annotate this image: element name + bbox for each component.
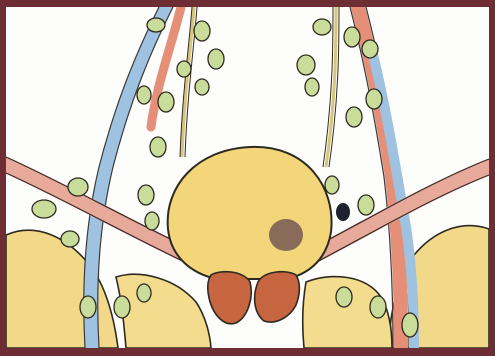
lymph-node: [137, 284, 151, 302]
lymph-node: [150, 137, 166, 157]
lymph-node: [358, 195, 374, 215]
lymph-node: [61, 231, 79, 247]
lymph-node: [344, 27, 360, 47]
lymph-node: [80, 296, 96, 318]
bladder: [168, 147, 332, 279]
lymph-node: [194, 21, 210, 41]
lymph-node: [336, 287, 352, 307]
pelvic-anatomy-diagram: [6, 7, 489, 348]
lymph-node: [177, 61, 191, 77]
lymph-node: [32, 200, 56, 218]
lymph-node: [402, 313, 418, 337]
lymph-node: [145, 212, 159, 230]
lymph-node: [305, 78, 319, 96]
left-pelvic-tissue: [6, 230, 118, 348]
lymph-node: [158, 92, 174, 112]
lymph-node: [313, 19, 331, 35]
left-thin-vessel: [182, 7, 194, 157]
left-inner-tissue: [116, 274, 211, 348]
prostate-left-lobe: [208, 272, 251, 324]
lymph-node: [137, 86, 151, 104]
prostate-right-lobe: [255, 272, 300, 322]
lymph-node: [346, 107, 362, 127]
lymph-node: [366, 89, 382, 109]
dark-node: [336, 203, 350, 221]
lymph-node: [362, 40, 378, 58]
bladder-lesion: [269, 219, 303, 251]
lymph-node: [68, 178, 88, 196]
lymph-node: [114, 296, 130, 318]
lymph-node: [138, 185, 154, 205]
lymph-node: [370, 296, 386, 318]
lymph-node: [325, 176, 339, 194]
lymph-node: [208, 49, 224, 69]
lymph-node: [297, 55, 315, 75]
lymph-node: [147, 18, 165, 32]
lymph-node: [195, 79, 209, 95]
